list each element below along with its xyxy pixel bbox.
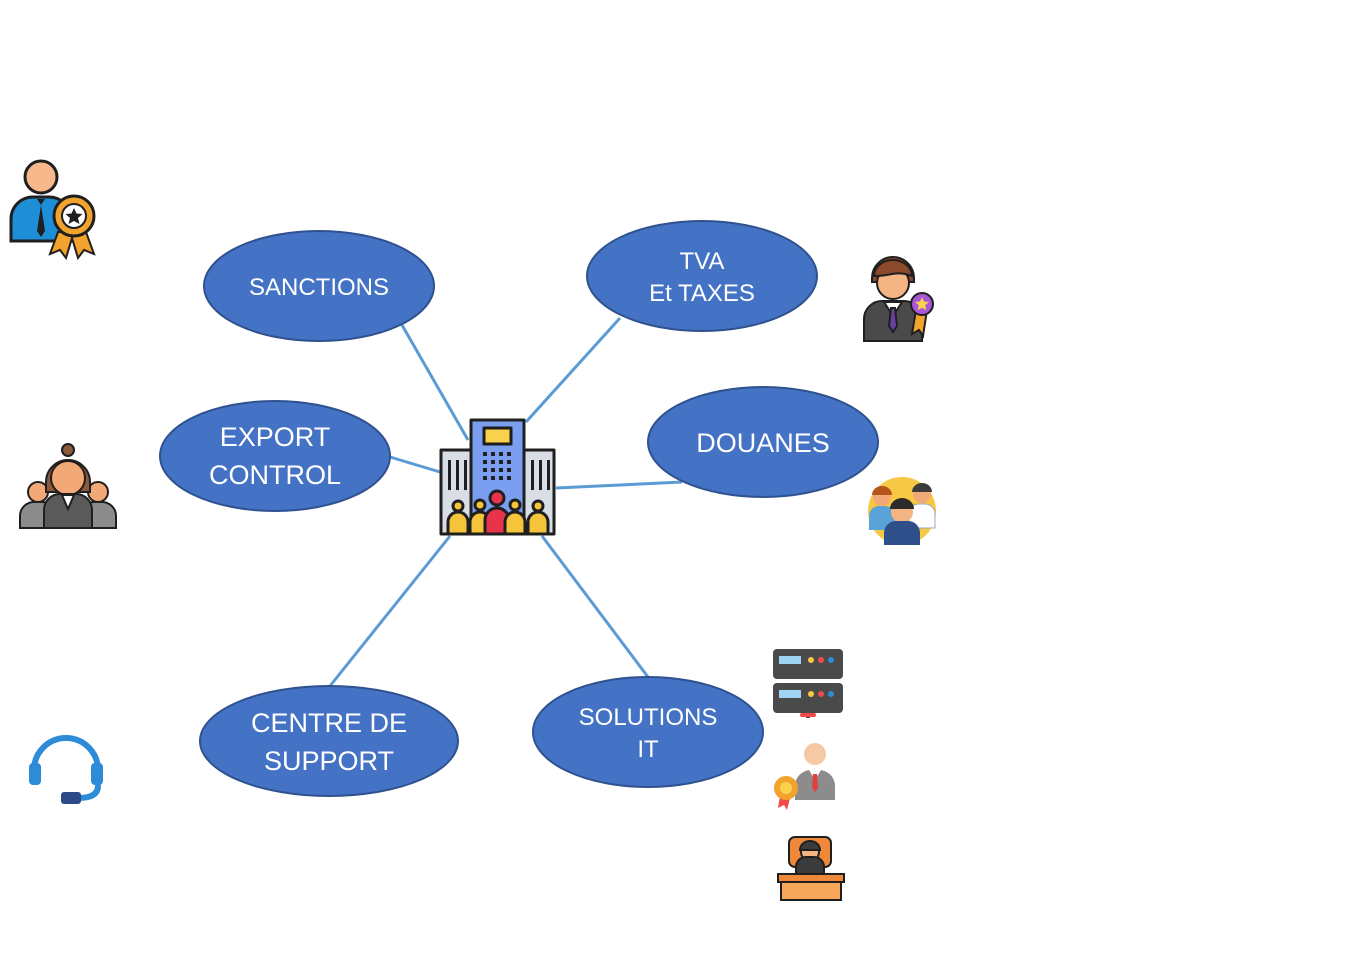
team-group-right-hair [912, 483, 932, 492]
person-head-1 [451, 499, 465, 513]
server-light-5 [818, 691, 824, 697]
node-export-control-label-line1: EXPORT [220, 422, 331, 452]
node-export-control-shape [159, 400, 391, 512]
node-sanctions: SANCTIONS [203, 230, 435, 342]
headset-right-ear [91, 763, 103, 785]
connectors [328, 316, 683, 687]
person-head-3 [488, 489, 506, 507]
node-solutions-it-label-line1: SOLUTIONS [579, 704, 718, 731]
node-solutions-it: SOLUTIONS IT [532, 676, 764, 788]
connector-douanes [555, 480, 683, 490]
team-leader-icon [19, 443, 117, 529]
team-group-center-body [884, 521, 920, 545]
speaker-body [795, 856, 825, 876]
server-light-1 [808, 657, 814, 663]
node-centre-support-shape [199, 685, 459, 797]
headset-left-ear [29, 763, 41, 785]
connector-export-control [389, 455, 441, 474]
professional-head [23, 159, 59, 195]
node-tva-shape [586, 220, 818, 332]
server-base [800, 713, 816, 717]
node-tva: TVA Et TAXES [586, 220, 818, 332]
office-building-with-people-icon [439, 418, 556, 536]
team-leader-shirt [60, 494, 76, 512]
building-sign [482, 426, 513, 446]
speaker-desk-top [777, 873, 845, 883]
certified-expert-icon [774, 743, 835, 810]
businessman-award-icon [863, 256, 934, 342]
person-body-4 [503, 510, 527, 536]
building-windows [448, 452, 550, 490]
connector-sanctions [400, 324, 470, 441]
server-light-6 [828, 691, 834, 697]
server-drive-top [779, 656, 801, 664]
node-centre-support-label-line1: CENTRE DE [251, 708, 407, 738]
professional-tie [37, 199, 45, 237]
node-tva-label-line1: TVA [680, 248, 725, 275]
team-leader-bun [61, 443, 75, 457]
businessman-hair-front [872, 259, 914, 278]
person-head-5 [531, 499, 545, 513]
certified-professional-icon [9, 159, 96, 261]
businessman-tie [887, 307, 899, 334]
team-group-icon [868, 477, 936, 545]
support-headset-icon [29, 735, 103, 804]
node-export-control: EXPORT CONTROL [159, 400, 391, 512]
node-solutions-it-shape [532, 676, 764, 788]
server-light-3 [828, 657, 834, 663]
node-tva-label-line2: Et TAXES [649, 280, 755, 307]
professional-medal-star [65, 208, 83, 224]
server-light-2 [818, 657, 824, 663]
node-sanctions-shape [203, 230, 435, 342]
connector-solutions-it [540, 535, 650, 678]
expert-medal-inner [780, 782, 792, 794]
person-body-5 [526, 510, 550, 536]
expert-head [804, 743, 826, 765]
speaker-desk-front [780, 881, 842, 901]
server-light-4 [808, 691, 814, 697]
headset-mic-arm [75, 783, 101, 801]
node-douanes-label: DOUANES [696, 428, 830, 458]
server-drive-bottom [779, 690, 801, 698]
expert-tie [812, 774, 818, 792]
server-rack-icon [773, 649, 843, 718]
connector-centre-support [328, 535, 452, 687]
person-head-2 [473, 498, 487, 512]
person-head-4 [508, 498, 522, 512]
node-export-control-label-line2: CONTROL [209, 460, 341, 490]
headset-mic [61, 792, 81, 804]
connector-tva [524, 316, 622, 424]
node-douanes-shape [647, 386, 879, 498]
award-star [915, 297, 929, 311]
speaker-hair [798, 840, 822, 851]
headset-band [31, 735, 101, 773]
person-body-1 [446, 510, 470, 536]
node-douanes: DOUANES [647, 386, 879, 498]
speaker-desk-icon [777, 836, 845, 901]
node-centre-support-label-line2: SUPPORT [264, 746, 394, 776]
team-group-left-hair [872, 486, 892, 495]
professional-ribbon [48, 231, 96, 261]
team-group-center-hair [890, 498, 914, 509]
node-sanctions-label: SANCTIONS [249, 274, 389, 301]
node-solutions-it-label-line2: IT [637, 736, 659, 763]
node-centre-support: CENTRE DE SUPPORT [199, 685, 459, 797]
team-leader-head [50, 460, 86, 496]
